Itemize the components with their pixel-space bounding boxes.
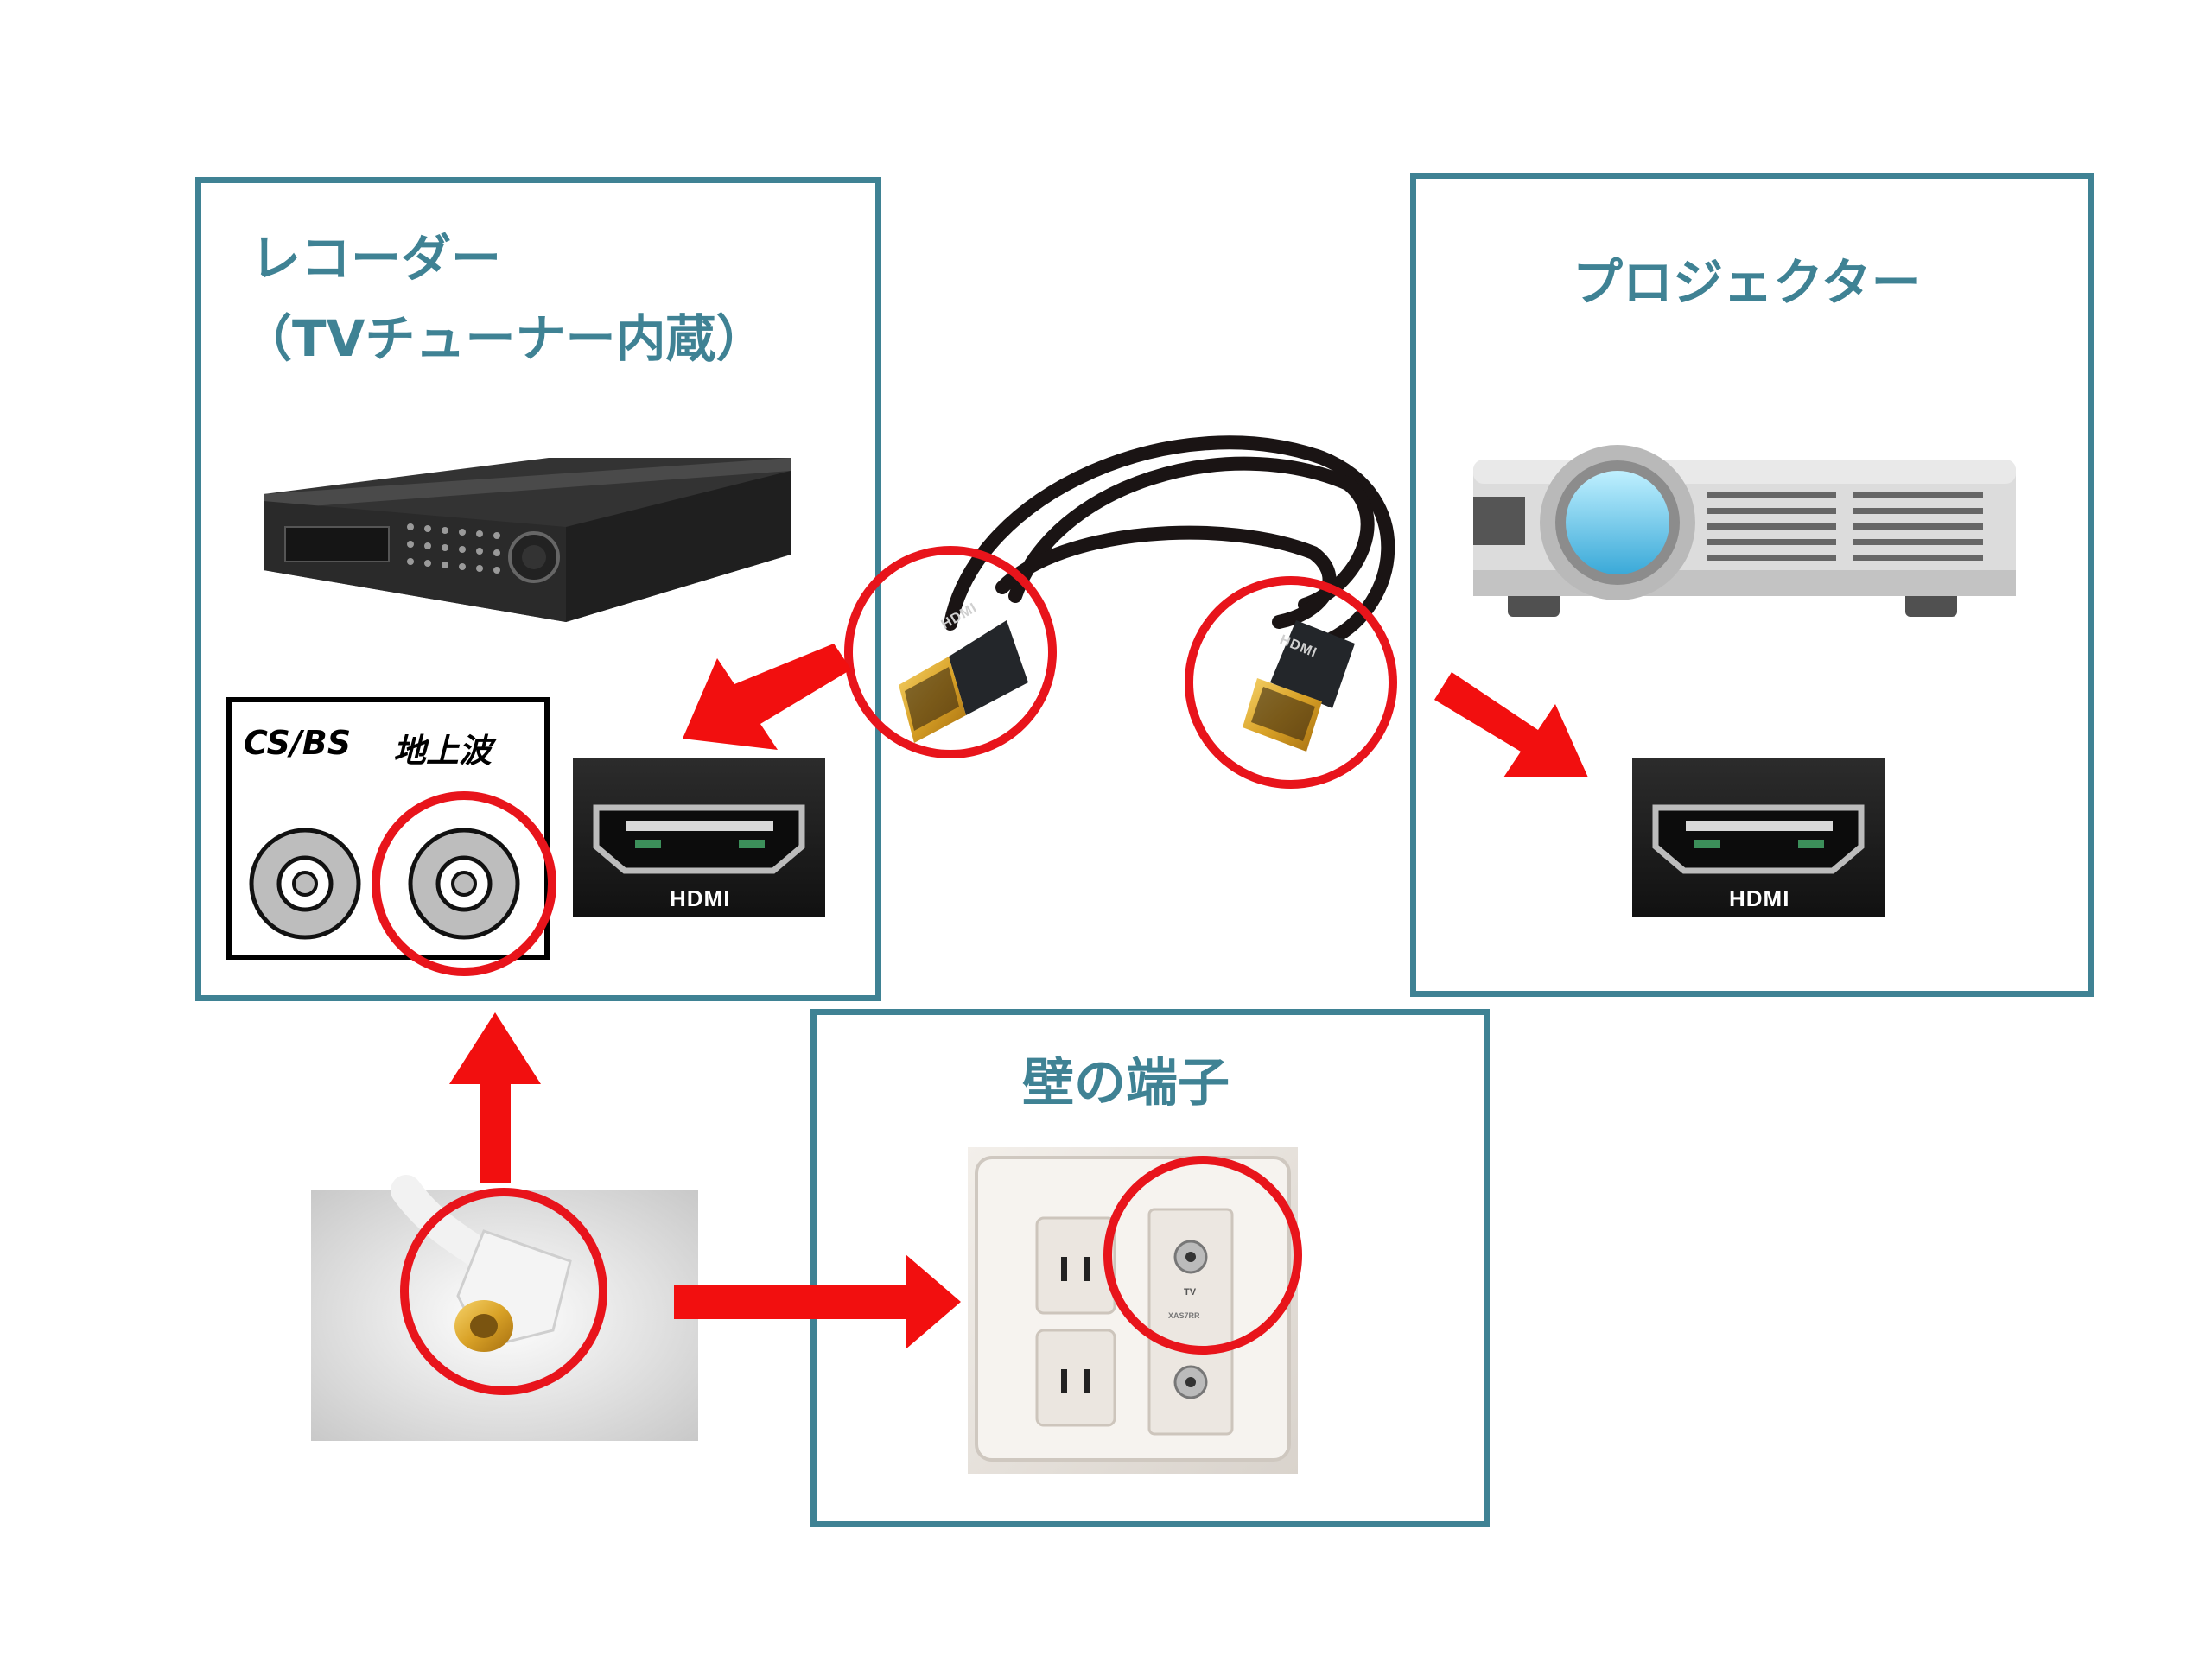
arrow-to-recorder-hdmi (683, 644, 851, 750)
recorder-hdmi-label: HDMI (670, 885, 731, 911)
highlight-hdmi-plug-left (844, 546, 1057, 758)
terrestrial-jack (408, 828, 520, 940)
wall-outlet-tv-label: TV (1184, 1287, 1197, 1298)
hdmi-plug-right (1243, 620, 1355, 752)
antenna-input-panel (226, 697, 550, 960)
highlight-terrestrial-jack (372, 791, 556, 976)
arrow-to-wall-terminal (674, 1254, 961, 1349)
recorder-title-line1: レコーダー (251, 229, 502, 288)
terrestrial-label: 地上波 (393, 732, 493, 770)
hdmi-cable (944, 435, 1395, 646)
recorder-device-icon (264, 458, 791, 622)
recorder-title-line2: （TVチューナー内蔵） (242, 309, 766, 368)
recorder-hdmi-port (573, 758, 825, 917)
highlight-wall-tv-jack (1103, 1156, 1302, 1355)
projector-hdmi-label: HDMI (1729, 885, 1790, 911)
cs-bs-jack (249, 828, 361, 940)
highlight-hdmi-plug-right (1185, 576, 1397, 789)
hdmi-plug-left (899, 620, 1028, 743)
wall-outlet-photo (968, 1147, 1298, 1474)
cs-bs-label: CS/BS (244, 724, 352, 762)
arrow-to-recorder-antenna (449, 1012, 541, 1183)
projector-device-icon (1473, 445, 2016, 617)
wall-terminal-title: 壁の端子 (1022, 1053, 1230, 1114)
projector-title: プロジェクター (1573, 253, 1922, 312)
arrow-to-projector-hdmi (1434, 672, 1588, 777)
antenna-plug-photo (311, 1175, 698, 1441)
highlight-antenna-plug (400, 1188, 607, 1395)
wall-outlet-model-label: XAS7RR (1168, 1311, 1200, 1320)
projector-hdmi-port (1632, 758, 1885, 917)
